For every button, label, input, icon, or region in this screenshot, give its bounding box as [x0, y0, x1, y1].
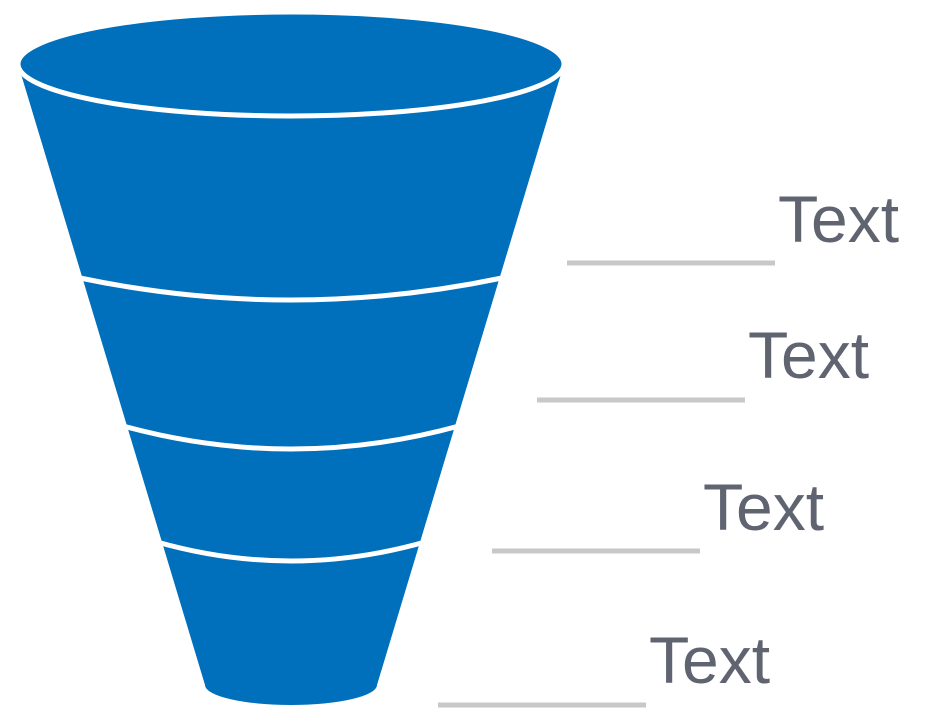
funnel-label-3: Text: [703, 470, 824, 544]
funnel-label-2: Text: [748, 318, 869, 392]
funnel-top-ellipse: [15, 9, 567, 119]
funnel-label-1: Text: [778, 182, 899, 256]
funnel-band-separator-2: [122, 423, 460, 452]
funnel-band-separator-3: [156, 539, 426, 564]
funnel-body: [18, 64, 564, 705]
funnel-band-separator-1: [79, 275, 503, 303]
funnel-label-4: Text: [649, 623, 770, 697]
